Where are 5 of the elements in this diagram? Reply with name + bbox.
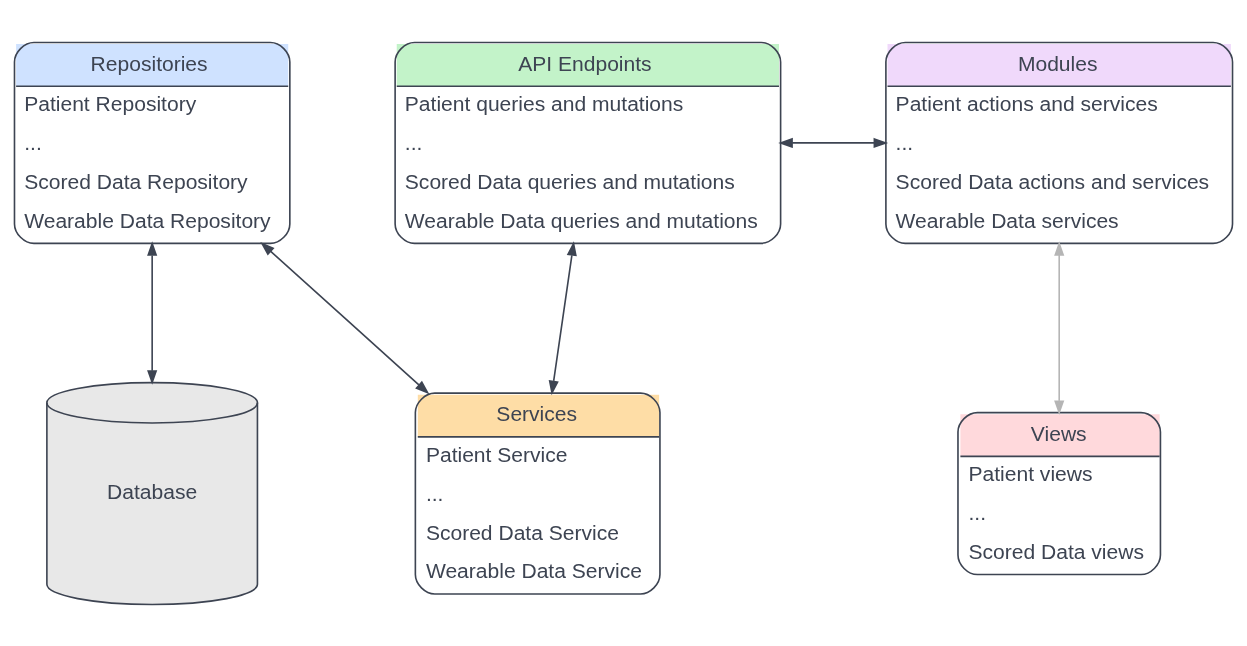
arrow: [147, 240, 158, 385]
arrow: [260, 241, 430, 394]
arrow: [778, 137, 889, 148]
arrow: [548, 240, 577, 395]
arrow: [1054, 240, 1065, 415]
